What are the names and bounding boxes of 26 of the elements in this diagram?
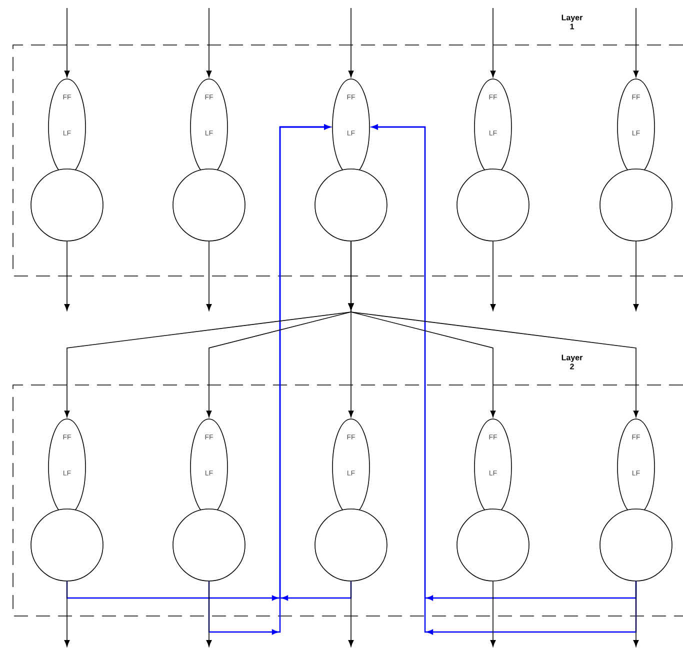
neuron-circle: [600, 508, 672, 582]
arrow: [64, 581, 70, 647]
arrow: [490, 241, 496, 311]
neuron-circle: [456, 508, 530, 582]
arrow: [633, 581, 639, 647]
neuron-circle: [172, 508, 246, 582]
arrow: [348, 581, 354, 647]
neuron-circle: [314, 168, 388, 242]
arrow: [206, 241, 212, 311]
arrow: [206, 8, 212, 78]
neuron-circle: [30, 168, 104, 242]
arrow: [348, 241, 639, 418]
arrow: [64, 241, 70, 311]
arrow: [490, 581, 496, 647]
neuron-circle: [600, 168, 672, 242]
arrow: [633, 241, 639, 311]
arrow: [633, 8, 639, 78]
neuron-circle: [172, 168, 246, 242]
neuron-circle: [456, 168, 530, 242]
neuron-circle: [314, 508, 388, 582]
arrow: [490, 8, 496, 78]
arrow: [348, 8, 354, 78]
arrow: [279, 124, 352, 601]
arrow: [64, 8, 70, 78]
arrow: [206, 581, 212, 647]
neuron-circle: [30, 508, 104, 582]
